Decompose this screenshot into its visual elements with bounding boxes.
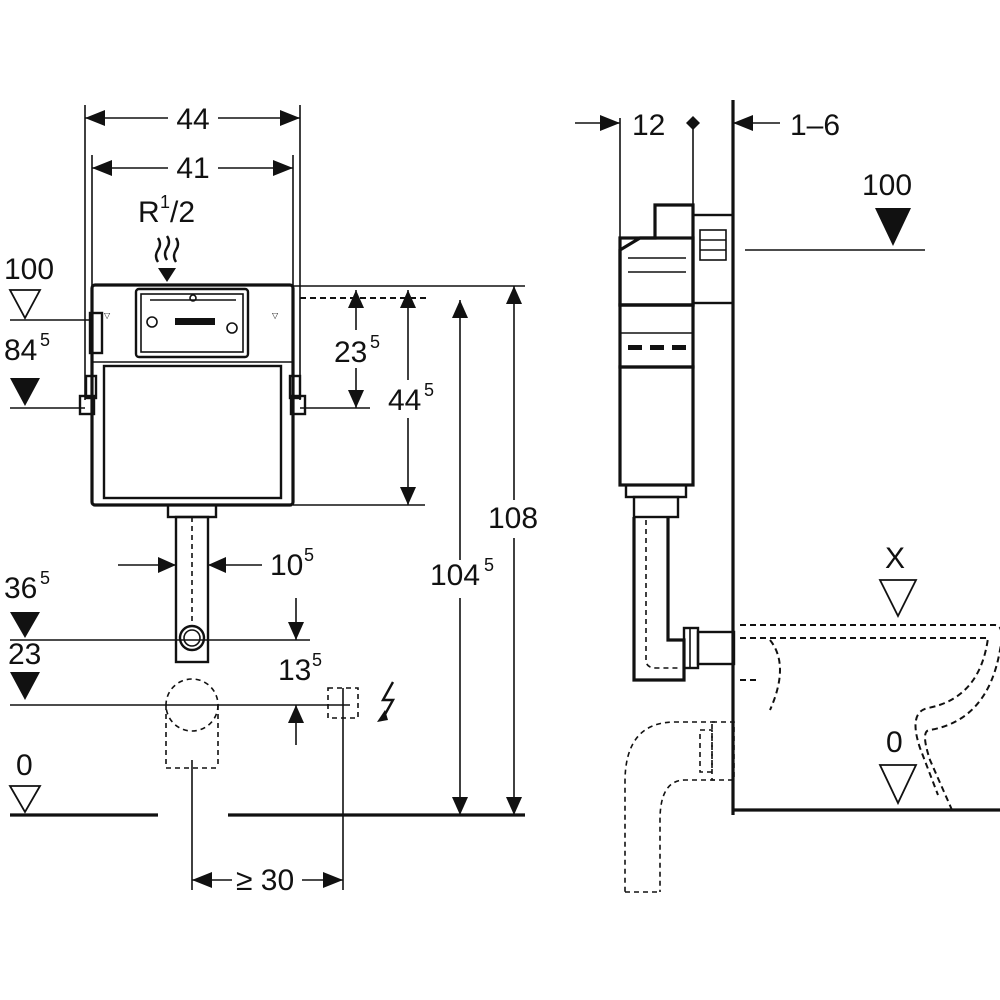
svg-text:5: 5: [370, 332, 380, 352]
dim-23-5: 23 5: [300, 290, 392, 409]
dim-44-5: 44 5: [293, 290, 446, 506]
svg-text:≥ 30: ≥ 30: [236, 864, 294, 897]
cistern-housing: ▽ ▽: [78, 283, 307, 507]
svg-text:36: 36: [4, 572, 37, 605]
svg-text:100: 100: [862, 169, 912, 202]
svg-text:5: 5: [424, 380, 434, 400]
level-84-marker: 84 5: [4, 330, 85, 409]
svg-text:12: 12: [632, 109, 665, 142]
inlet-label-r: R: [138, 196, 160, 229]
dim-12: 12: [575, 109, 700, 142]
flush-pipe: [166, 503, 218, 664]
svg-text:23: 23: [334, 336, 367, 369]
dim-min-30: ≥ 30: [192, 862, 343, 897]
svg-text:1–6: 1–6: [790, 109, 840, 142]
dim-108: 108: [486, 286, 546, 815]
svg-text:84: 84: [4, 334, 37, 367]
width-dimension-44: 44: [84, 100, 301, 400]
flush-pipe-side: [632, 517, 736, 682]
svg-text:13: 13: [278, 654, 311, 687]
svg-text:5: 5: [312, 650, 322, 670]
level-0-marker: 0: [8, 749, 525, 817]
dim-41-label: 41: [176, 152, 209, 185]
svg-text:10: 10: [270, 549, 303, 582]
dim-13-5: 13 5: [278, 598, 322, 745]
level-23-marker: 23: [8, 638, 350, 706]
water-inlet-label: R 1 /2: [138, 192, 195, 282]
svg-text:▽: ▽: [272, 311, 279, 320]
side-view: 12 1–6 100: [575, 100, 1000, 893]
level-100-marker: 100: [4, 253, 92, 321]
svg-text:5: 5: [40, 568, 50, 588]
inlet-label-num: 1: [160, 192, 170, 212]
svg-text:44: 44: [388, 384, 421, 417]
level-36-5-marker: 36 5: [4, 568, 310, 641]
svg-text:0: 0: [886, 726, 903, 759]
width-dimension-41: 41: [91, 150, 294, 400]
svg-text:5: 5: [40, 330, 50, 350]
dim-1-6: 1–6: [733, 109, 840, 142]
lightning-icon: [380, 681, 396, 719]
svg-text:▽: ▽: [104, 311, 111, 320]
toilet-bowl-outline: [740, 624, 1000, 811]
electrical-connection: [327, 681, 396, 890]
svg-text:5: 5: [484, 555, 494, 575]
svg-text:23: 23: [8, 638, 41, 671]
svg-text:104: 104: [430, 559, 480, 592]
front-view: 44 41 R 1 /2: [4, 100, 546, 897]
inlet-label-den: /2: [170, 196, 195, 229]
svg-text:108: 108: [488, 502, 538, 535]
dim-10-5: 10 5: [118, 545, 314, 582]
level-x-marker: X: [878, 542, 918, 619]
level-100-side-marker: 100: [745, 169, 925, 251]
drain-outline: [165, 678, 219, 890]
drain-pipe-side: [624, 721, 735, 893]
dim-104-5: 104 5: [428, 300, 504, 815]
svg-text:X: X: [885, 542, 905, 575]
svg-text:5: 5: [304, 545, 314, 565]
cistern-side-profile: [618, 203, 735, 519]
level-0-side-marker: 0: [733, 726, 1000, 812]
svg-text:0: 0: [16, 749, 33, 782]
svg-text:100: 100: [4, 253, 54, 286]
dim-44-label: 44: [176, 103, 209, 136]
